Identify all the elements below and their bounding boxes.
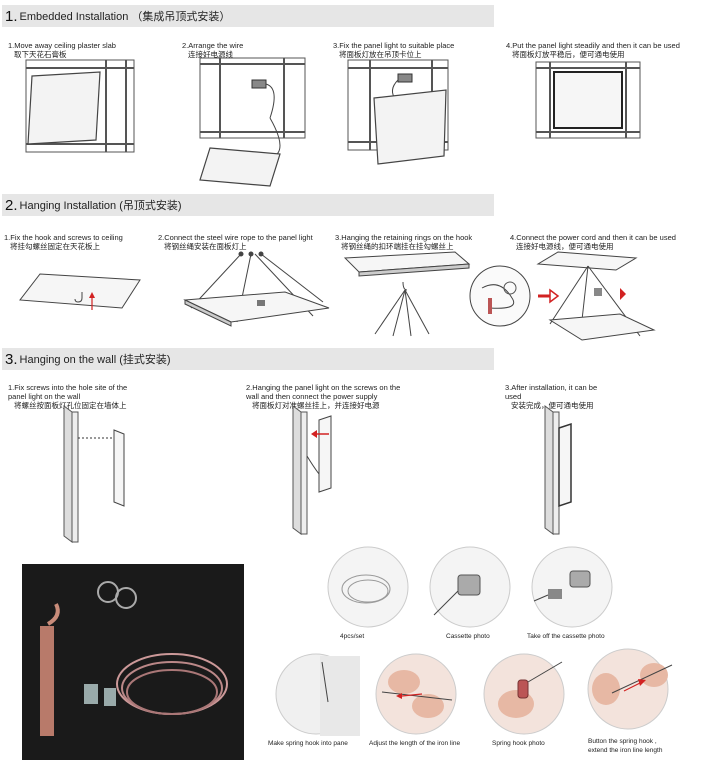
- section-2-number: 2.: [5, 196, 18, 214]
- photo-take-off-cassette-caption: Take off the cassette photo: [527, 633, 605, 640]
- photo-spring-hook-caption: Spring hook photo: [492, 740, 545, 747]
- photo-button-spring-hook: [587, 648, 673, 730]
- s3-step1-illustration: [63, 405, 125, 543]
- s3-step3-illustration: [544, 405, 572, 535]
- photo-adjust-length: [375, 653, 457, 735]
- section-1-title: Embedded Installation （集成吊顶式安装）: [19, 11, 231, 23]
- photo-spring-hook-into-pane-caption: Make spring hook into pane: [268, 740, 348, 747]
- photo-adjust-length-caption: Adjust the length of the iron line: [369, 740, 461, 747]
- s1-step4-caption: 4.Put the panel light steadily and then …: [506, 41, 680, 59]
- section-1-number: 1.: [5, 7, 18, 25]
- s2-step4-caption: 4.Connect the power cord and then it can…: [510, 233, 676, 251]
- s3-step2-illustration: [292, 405, 332, 535]
- s2-step3-illustration: [343, 251, 471, 337]
- section-2-header: 2. Hanging Installation (吊顶式安装): [2, 194, 494, 216]
- photo-cassette: [429, 546, 511, 628]
- accessories-photo: [22, 564, 244, 760]
- section-1-header: 1. Embedded Installation （集成吊顶式安装）: [2, 5, 494, 27]
- s3-step2-caption: 2.Hanging the panel light on the screws …: [246, 383, 401, 410]
- photo-cassette-caption: Cassette photo: [446, 633, 490, 640]
- section-3-number: 3.: [5, 350, 18, 368]
- section-3-header: 3. Hanging on the wall (挂式安装): [2, 348, 494, 370]
- photo-button-spring-hook-caption: Button the spring hook , extend the iron…: [588, 738, 663, 754]
- photo-4pcs-set: [327, 546, 409, 628]
- photo-4pcs-set-caption: 4pcs/set: [340, 633, 365, 640]
- s2-step1-illustration: [19, 273, 141, 310]
- photo-take-off-cassette: [531, 546, 613, 628]
- s1-step3-illustration: [347, 59, 449, 165]
- s2-step3-caption: 3.Hanging the retaining rings on the hoo…: [335, 233, 473, 251]
- s3-step1-caption: 1.Fix screws into the hole site of the p…: [8, 383, 128, 410]
- photo-spring-hook: [483, 653, 565, 735]
- s2-step2-caption: 2.Connect the steel wire rope to the pan…: [158, 233, 313, 251]
- s2-step2-illustration: [183, 251, 330, 327]
- s1-step2-illustration: [199, 57, 306, 187]
- s1-step4-illustration: [535, 61, 641, 139]
- section-3-title: Hanging on the wall (挂式安装): [19, 354, 171, 366]
- s1-step1-illustration: [25, 59, 135, 153]
- s2-step4-illustration: [469, 251, 656, 341]
- section-2-title: Hanging Installation (吊顶式安装): [19, 200, 182, 212]
- photo-spring-hook-into-pane: [275, 653, 360, 736]
